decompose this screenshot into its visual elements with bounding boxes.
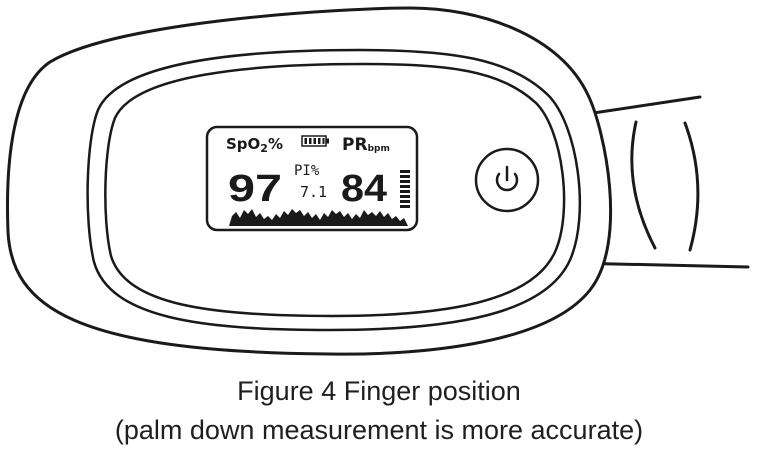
plethysmograph-waveform-icon xyxy=(229,209,408,226)
lcd-frame xyxy=(205,125,419,232)
fingernail-left-curve xyxy=(630,120,657,250)
pr-label: PRbpm xyxy=(342,135,390,155)
spo2-label: SpO2% xyxy=(226,135,283,155)
battery-full-icon xyxy=(301,135,329,147)
power-button[interactable] xyxy=(474,147,540,213)
spo2-value: 97 xyxy=(228,168,282,210)
figure-caption-note: (palm down measurement is more accurate) xyxy=(114,415,644,445)
fingernail-right-curve xyxy=(683,121,700,252)
pulse-strength-bar-icon xyxy=(400,170,410,208)
figure-caption-title: Figure 4 Finger position xyxy=(237,376,521,406)
oximeter-finger-illustration: SpO2% PRbpm 97 PI% 7.1 84 xyxy=(5,6,750,356)
inner-rim-inner xyxy=(104,62,566,318)
pi-value: 7.1 xyxy=(300,183,327,201)
lcd-screen: SpO2% PRbpm 97 PI% 7.1 84 xyxy=(205,125,419,232)
pi-label: PI% xyxy=(294,163,320,179)
power-icon xyxy=(495,165,519,192)
pr-value: 84 xyxy=(341,168,387,210)
